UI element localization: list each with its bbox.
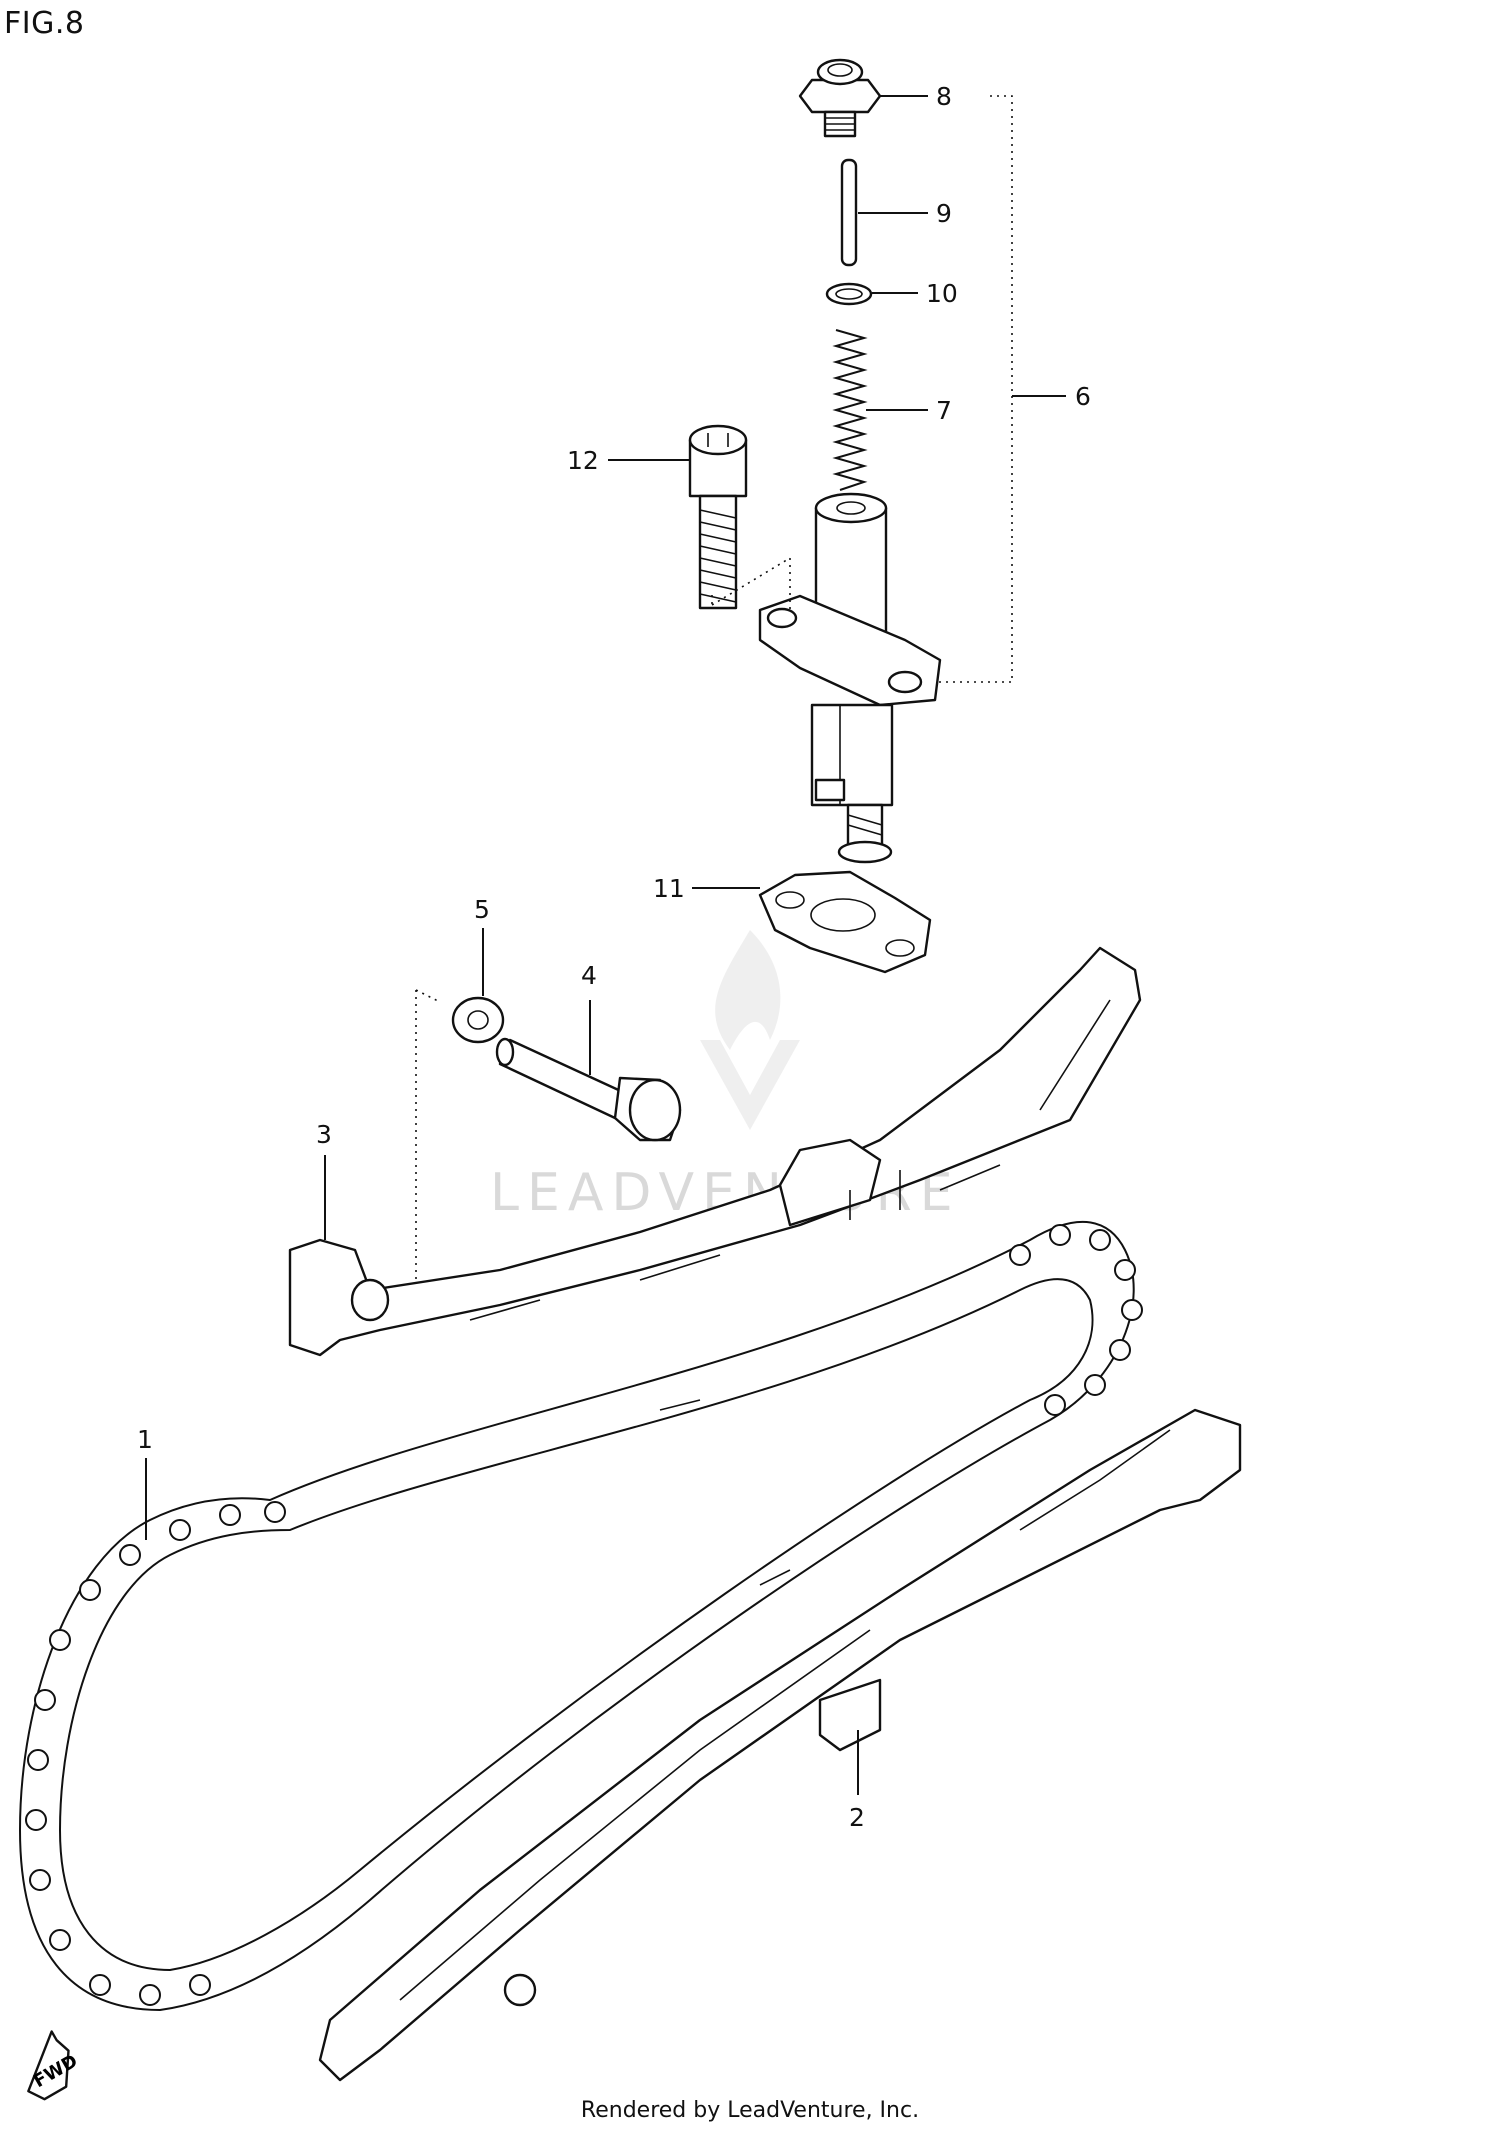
- callout-4: 4: [581, 961, 597, 1075]
- callout-9-label: 9: [936, 199, 952, 228]
- fwd-direction-marker: FWD: [27, 2030, 81, 2101]
- callout-7: 7: [866, 396, 952, 425]
- callout-4-label: 4: [581, 961, 597, 990]
- part-6-tensioner-body: [758, 492, 942, 864]
- callout-5: 5: [474, 895, 490, 996]
- callout-12: 12: [567, 446, 690, 475]
- part-2-chain-guide: [318, 1408, 1242, 2082]
- callout-8-label: 8: [936, 82, 952, 111]
- callout-5-label: 5: [474, 895, 490, 924]
- callout-8: 8: [880, 82, 952, 111]
- callout-9: 9: [858, 199, 952, 228]
- callout-3-label: 3: [316, 1120, 332, 1149]
- callout-11: 11: [653, 874, 760, 903]
- callout-2-label: 2: [849, 1803, 865, 1832]
- callout-1-label: 1: [137, 1425, 153, 1454]
- callout-10-label: 10: [926, 279, 958, 308]
- callout-11-label: 11: [653, 874, 685, 903]
- callout-10: 10: [872, 279, 958, 308]
- callout-3: 3: [316, 1120, 332, 1240]
- part-9-rod: [840, 158, 858, 267]
- part-7-spring: [832, 329, 868, 491]
- callout-12-label: 12: [567, 446, 599, 475]
- render-credit: Rendered by LeadVenture, Inc.: [580, 2098, 920, 2123]
- figure-title: FIG.8: [4, 6, 85, 41]
- callout-7-label: 7: [936, 396, 952, 425]
- callout-2: 2: [849, 1730, 865, 1832]
- callout-6-label: 6: [1075, 382, 1091, 411]
- part-3-tensioner-guide: [288, 946, 1142, 1357]
- callout-1: 1: [137, 1425, 153, 1540]
- part-10-o-ring: [825, 282, 873, 306]
- watermark-logo: [700, 930, 800, 1130]
- part-11-gasket: [758, 870, 932, 974]
- part-4-pivot-bolt: [495, 1037, 682, 1142]
- part-5-washer: [451, 996, 505, 1044]
- callout-6: 6: [935, 95, 1091, 683]
- part-8-cap-bolt: [798, 58, 882, 138]
- part-12-socket-bolt: [688, 424, 748, 610]
- part-1-cam-chain: [18, 1220, 1143, 2012]
